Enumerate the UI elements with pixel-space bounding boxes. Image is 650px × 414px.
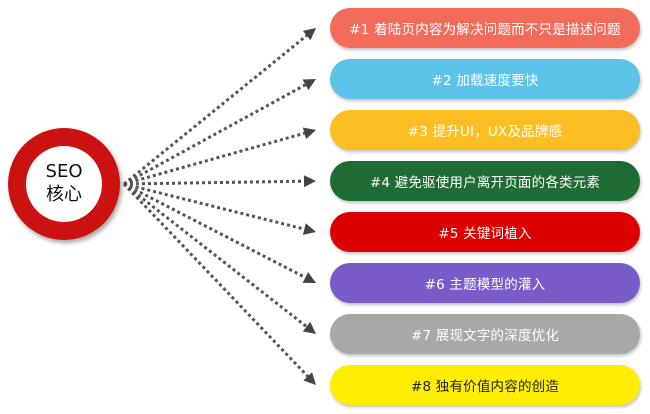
arrowhead-6 <box>302 272 316 283</box>
arrowhead-2 <box>302 79 316 91</box>
arrowhead-3 <box>302 127 316 140</box>
connector-line-8 <box>122 182 309 378</box>
hub-label-seo: SEO <box>45 161 83 182</box>
arrowhead-7 <box>302 321 316 334</box>
item-4-pill: #4 避免驱使用户离开页面的各类元素 <box>330 161 640 201</box>
seo-core-hub: SEO 核心 <box>8 128 120 240</box>
item-4-label: #4 避免驱使用户离开页面的各类元素 <box>369 175 601 191</box>
item-1-pill: #1 着陆页内容为解决问题而不只是描述问题 <box>330 8 640 48</box>
item-6-pill: #6 主题模型的灌入 <box>330 263 640 303</box>
item-2-label: #2 加载速度要快 <box>431 73 539 89</box>
item-3-label: #3 提升UI，UX及品牌感 <box>407 124 563 140</box>
arrowhead-8 <box>303 372 316 385</box>
item-7-label: #7 展现文字的深度优化 <box>410 328 560 344</box>
connector-line-2 <box>123 83 307 186</box>
arrowhead-4 <box>303 175 316 188</box>
item-3-pill: #3 提升UI，UX及品牌感 <box>330 110 640 150</box>
connector-line-5 <box>123 182 305 231</box>
connector-line-7 <box>123 182 308 328</box>
hub-center: SEO 核心 <box>26 146 102 222</box>
connector-line-3 <box>123 131 305 186</box>
arrowhead-5 <box>302 223 316 235</box>
item-6-label: #6 主题模型的灌入 <box>424 277 546 293</box>
arrowhead-1 <box>302 28 316 41</box>
item-1-label: #1 着陆页内容为解决问题而不只是描述问题 <box>349 22 621 38</box>
item-2-pill: #2 加载速度要快 <box>330 59 640 99</box>
connector-line-4 <box>123 179 305 186</box>
item-7-pill: #7 展现文字的深度优化 <box>330 314 640 354</box>
item-8-label: #8 独有价值内容的创造 <box>410 379 560 395</box>
connector-line-6 <box>123 182 307 279</box>
item-5-label: #5 关键词植入 <box>438 226 532 242</box>
connector-line-1 <box>123 34 308 186</box>
hub-label-core: 核心 <box>46 184 82 205</box>
item-5-pill: #5 关键词植入 <box>330 212 640 252</box>
item-8-pill: #8 独有价值内容的创造 <box>330 365 640 405</box>
